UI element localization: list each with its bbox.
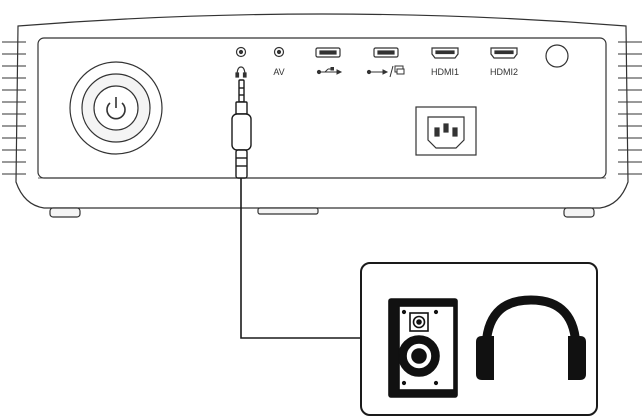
projector: [2, 14, 642, 217]
hdmi2-port-label: HDMI2: [490, 67, 518, 77]
bottom-foot: [258, 208, 318, 214]
left-foot: [50, 208, 80, 217]
power-button[interactable]: [70, 62, 162, 154]
ir-sensor-icon: [546, 45, 568, 67]
av-port-label: AV: [273, 67, 284, 77]
speaker-icon: [389, 299, 457, 397]
right-foot: [564, 208, 594, 217]
ac-power-inlet[interactable]: [416, 107, 476, 155]
hdmi1-port-label: HDMI1: [431, 67, 459, 77]
